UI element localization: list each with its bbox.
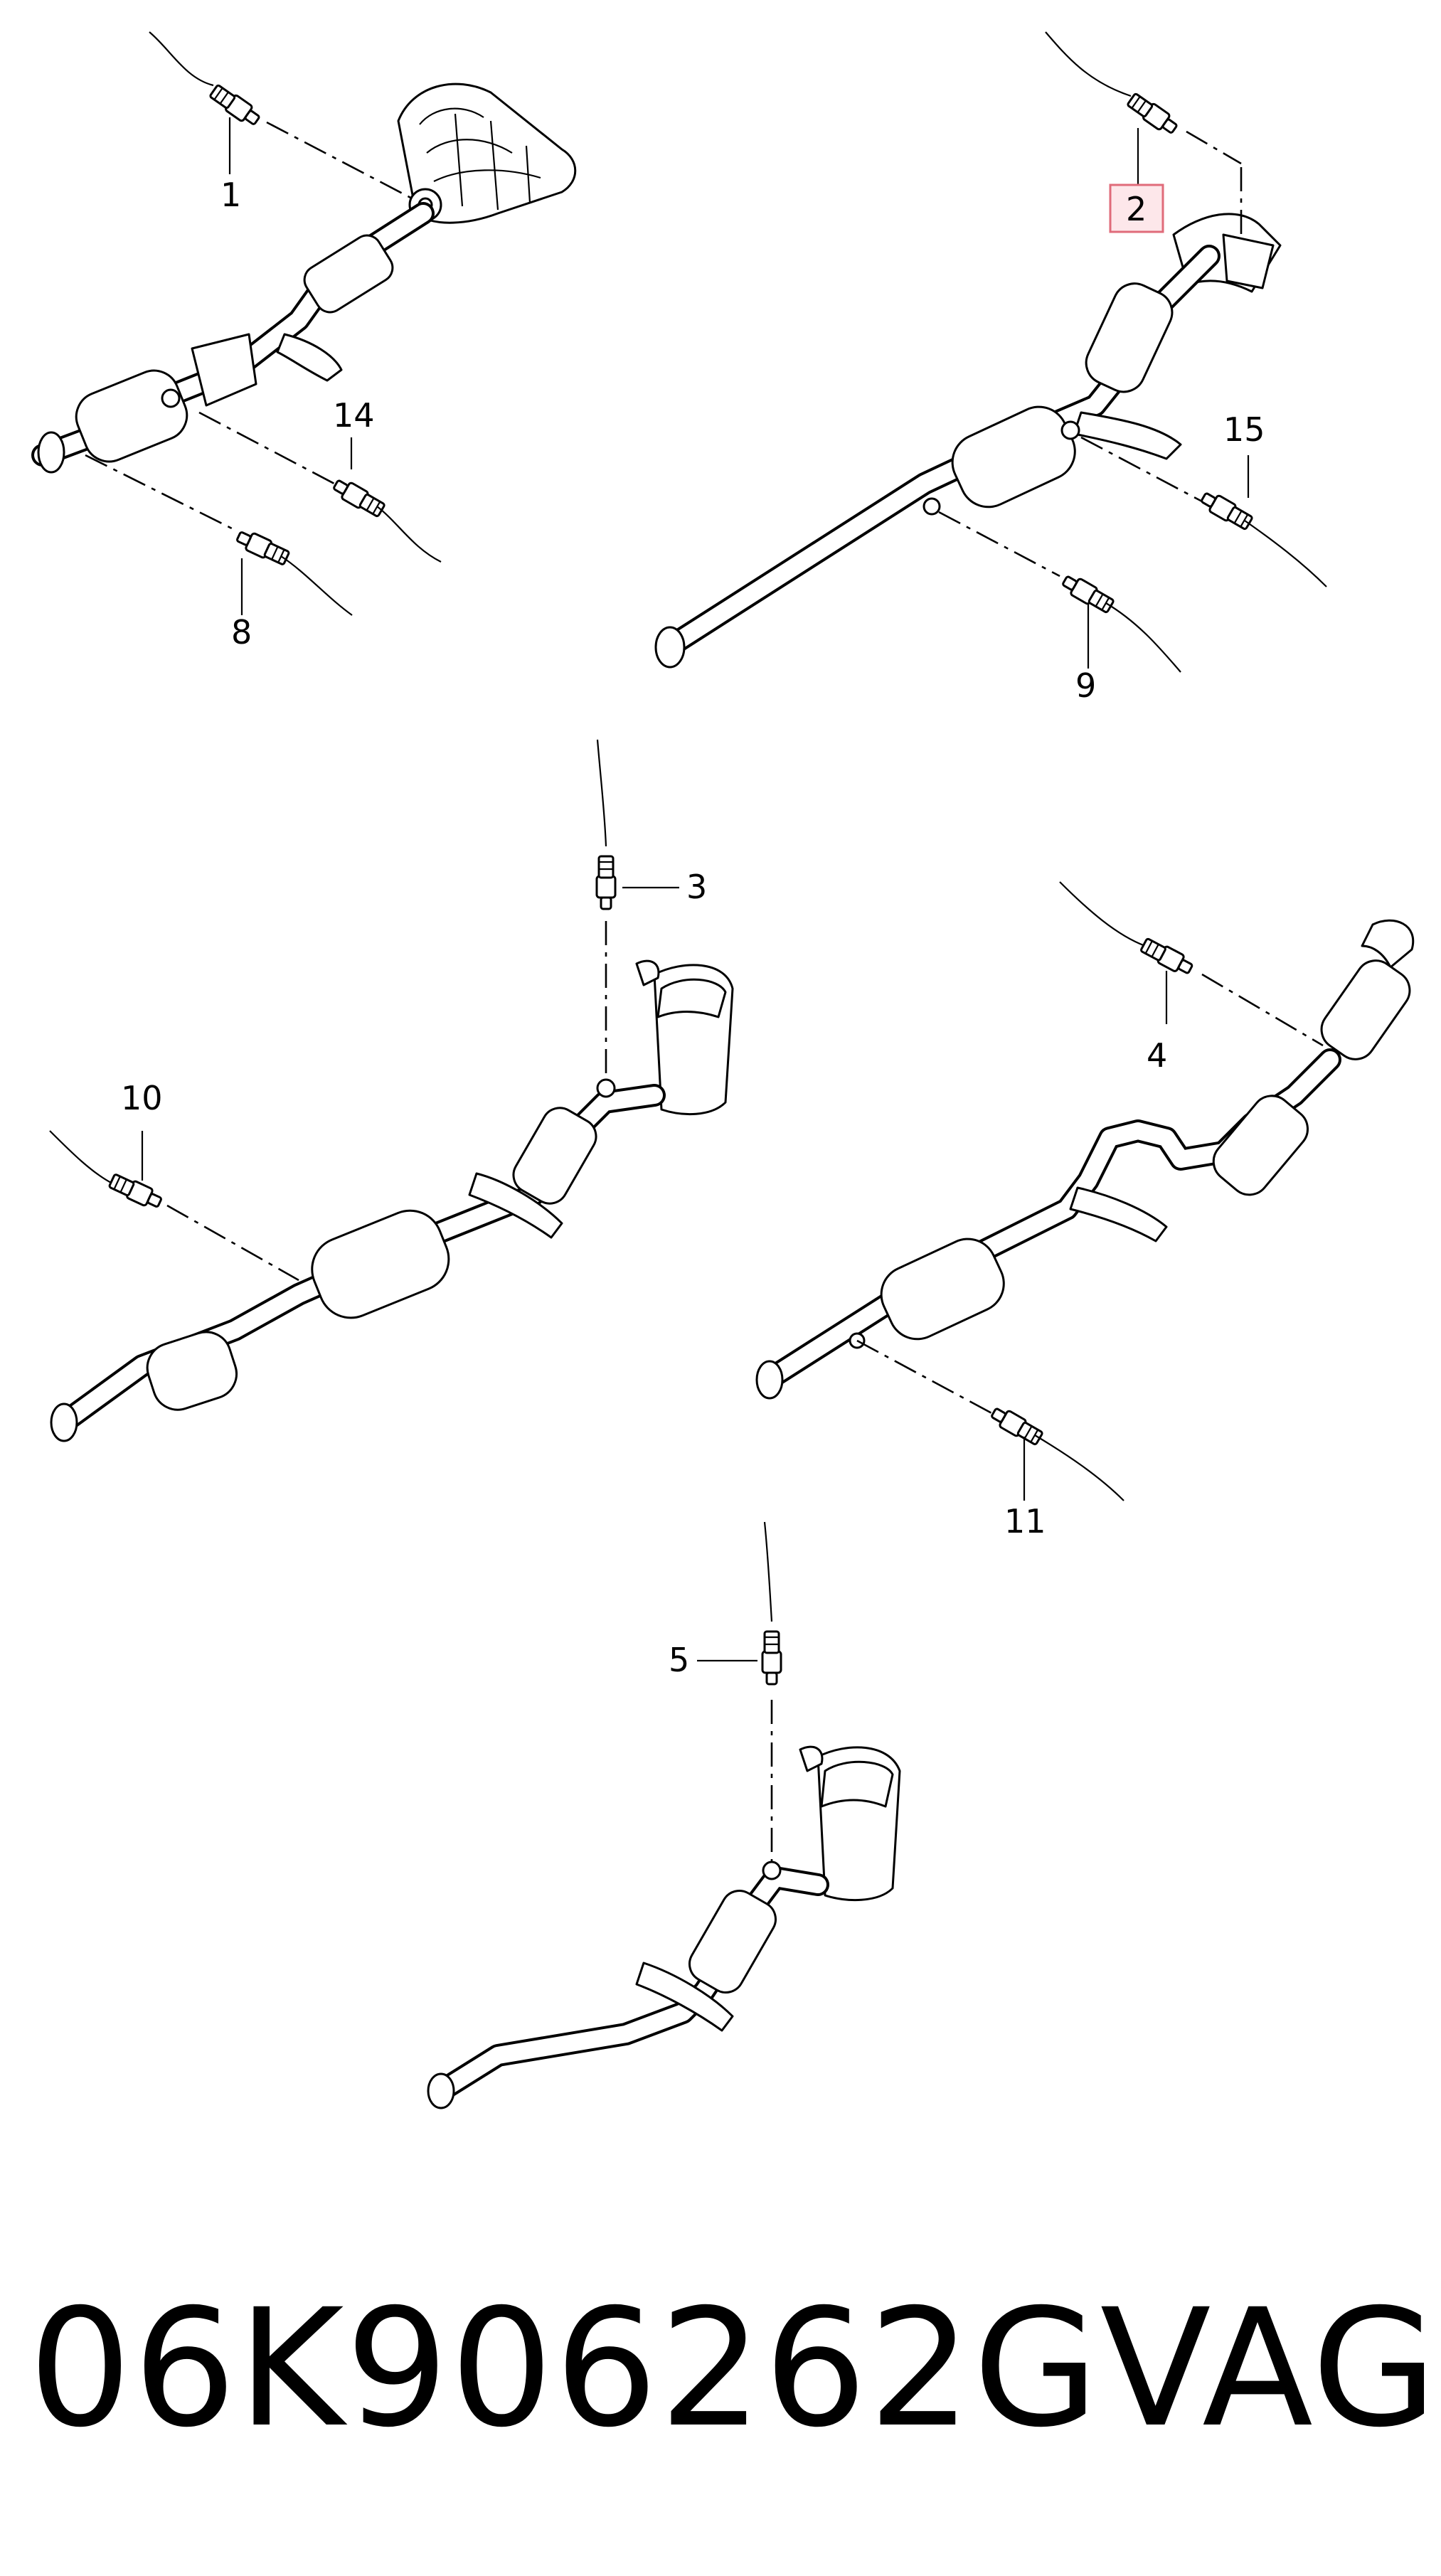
view-top-left	[31, 31, 577, 616]
part-code-caption: 06K906262G VAG	[28, 2262, 1437, 2475]
part-number: 06K906262G	[28, 2274, 1100, 2463]
callout-8: 8	[231, 613, 252, 651]
callout-11: 11	[1004, 1502, 1046, 1540]
callout-14: 14	[333, 396, 375, 435]
view-middle-left	[49, 739, 734, 1442]
callout-10: 10	[121, 1079, 163, 1117]
brand-name: VAG	[1100, 2274, 1439, 2463]
view-bottom-center	[427, 1521, 901, 2109]
callout-1: 1	[220, 176, 241, 214]
callout-4: 4	[1147, 1036, 1167, 1075]
callout-5: 5	[669, 1641, 689, 1679]
callout-2-highlight	[1109, 183, 1164, 233]
view-top-right	[654, 31, 1327, 673]
callout-3: 3	[686, 868, 707, 906]
callout-9: 9	[1075, 666, 1096, 705]
callout-15: 15	[1223, 410, 1265, 449]
view-middle-right	[755, 881, 1415, 1501]
callout-2: 2	[1126, 190, 1147, 228]
